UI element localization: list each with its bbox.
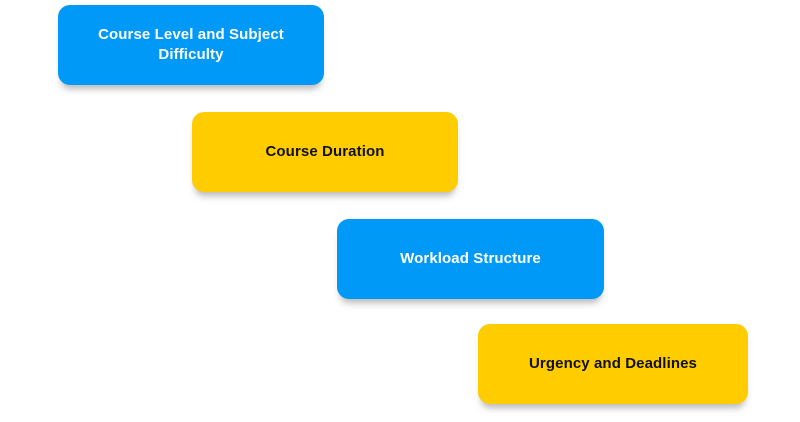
- step-card-4[interactable]: Urgency and Deadlines: [478, 324, 748, 404]
- step-card-3-label: Workload Structure: [400, 250, 541, 268]
- step-card-3[interactable]: Workload Structure: [337, 219, 604, 299]
- step-card-2-label: Course Duration: [265, 143, 385, 161]
- step-card-1[interactable]: Course Level and Subject Difficulty: [58, 5, 324, 85]
- step-card-1-label: Course Level and Subject Difficulty: [98, 26, 284, 63]
- step-card-2[interactable]: Course Duration: [192, 112, 458, 192]
- step-card-4-label: Urgency and Deadlines: [529, 355, 697, 373]
